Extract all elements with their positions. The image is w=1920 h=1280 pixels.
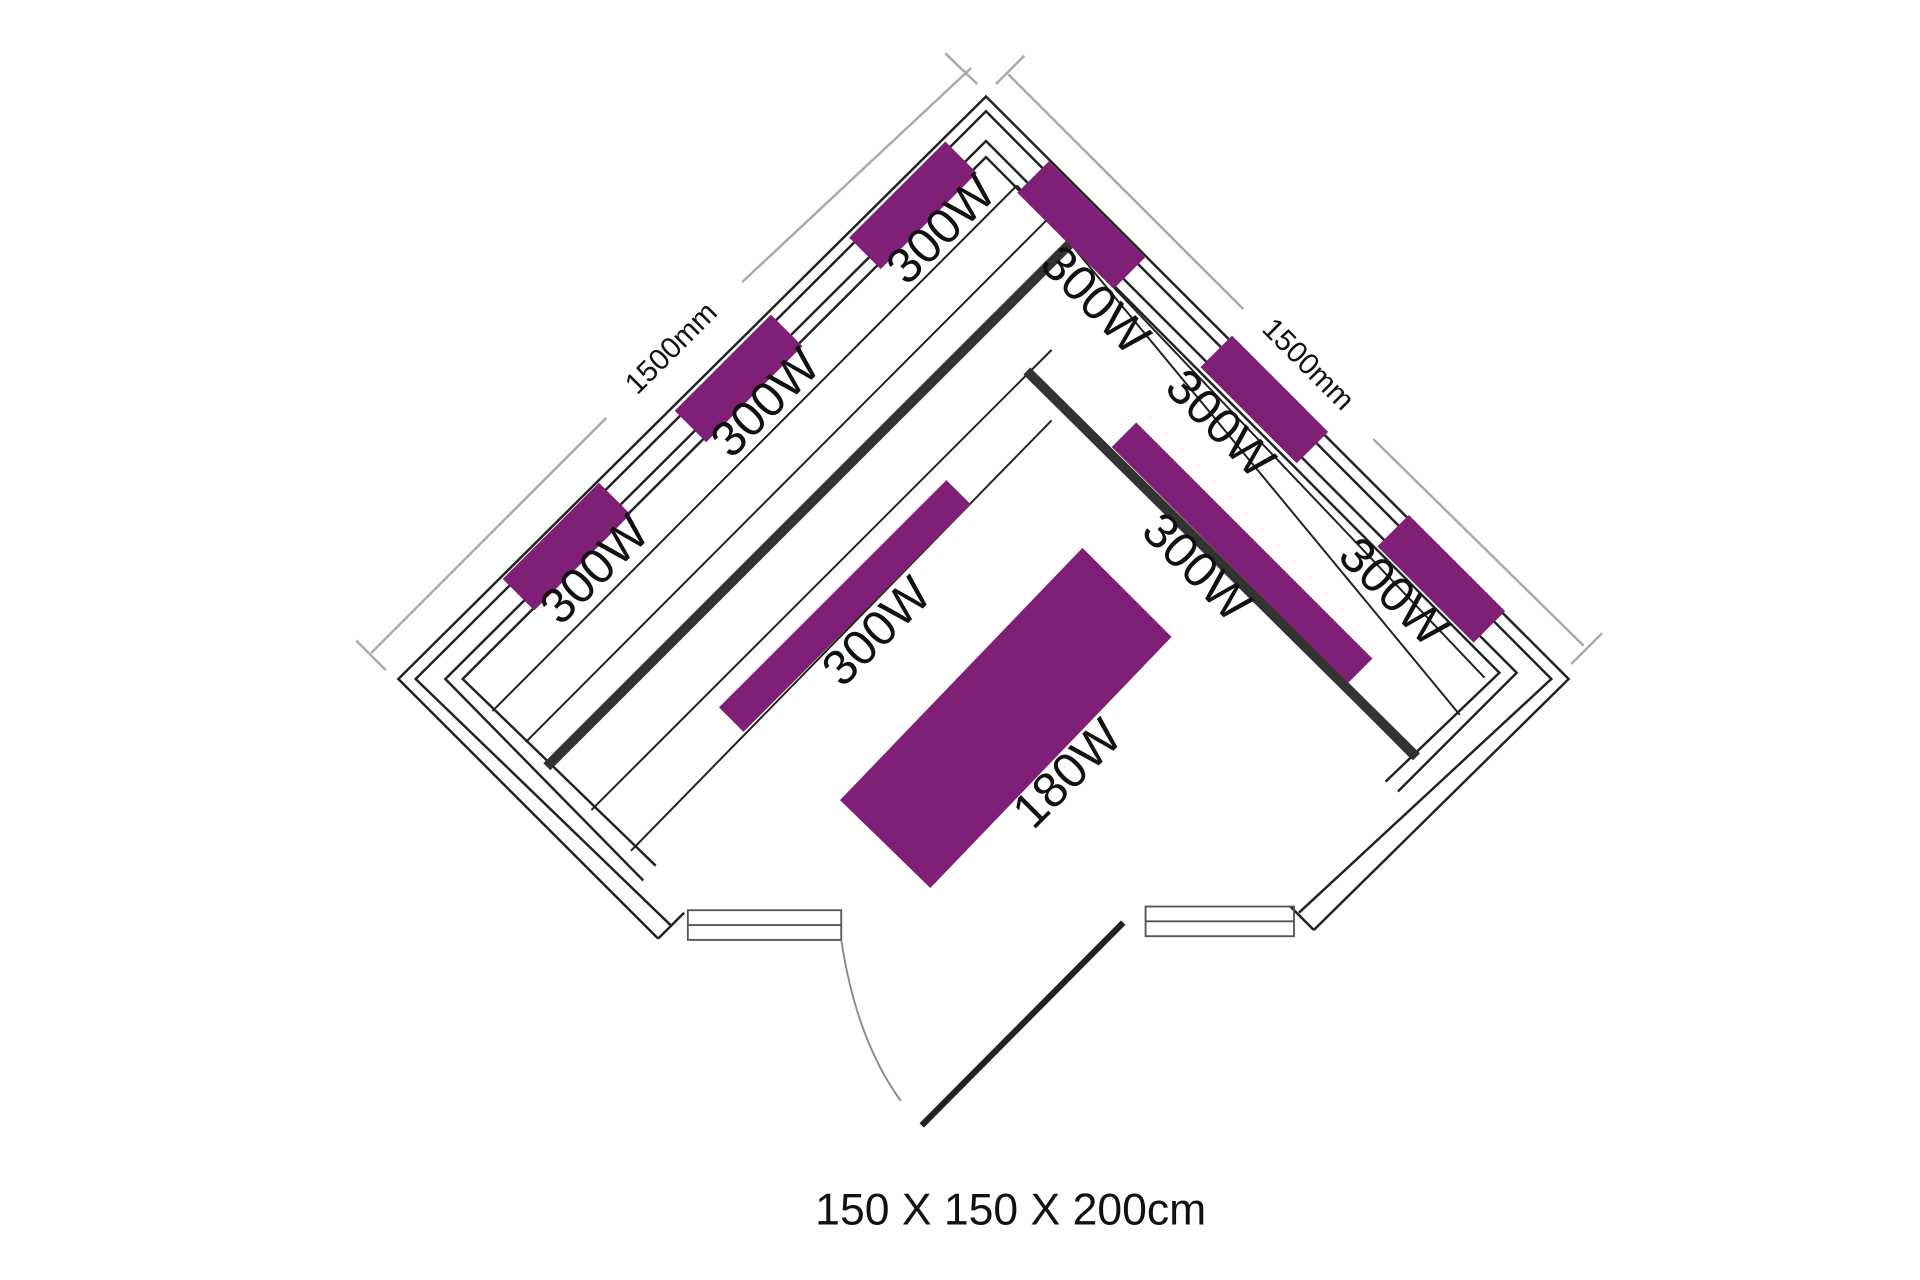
bench-edge-right: [1023, 367, 1420, 761]
dimension-left: [355, 52, 979, 672]
door-leaf: [919, 920, 1126, 1128]
heater-right-wall-2: [1200, 335, 1329, 464]
heater-left-wall-2: [674, 314, 803, 443]
door: [686, 905, 1295, 1102]
heater-floor: [840, 547, 1172, 888]
heater-right-wall-1: [1017, 161, 1146, 289]
heater-left-wall-3: [849, 141, 977, 270]
heater-right-wall-3: [1377, 514, 1506, 643]
walls: [396, 94, 1571, 940]
heater-left-bench: [718, 480, 971, 732]
heater-right-bench: [1111, 422, 1373, 684]
heater-panels: [502, 141, 1506, 888]
heater-left-wall-1: [502, 482, 631, 611]
caption: 150 X 150 X 200cm: [815, 1185, 1206, 1234]
dimension-right: [995, 54, 1603, 665]
bench-edge-left: [543, 238, 1075, 771]
